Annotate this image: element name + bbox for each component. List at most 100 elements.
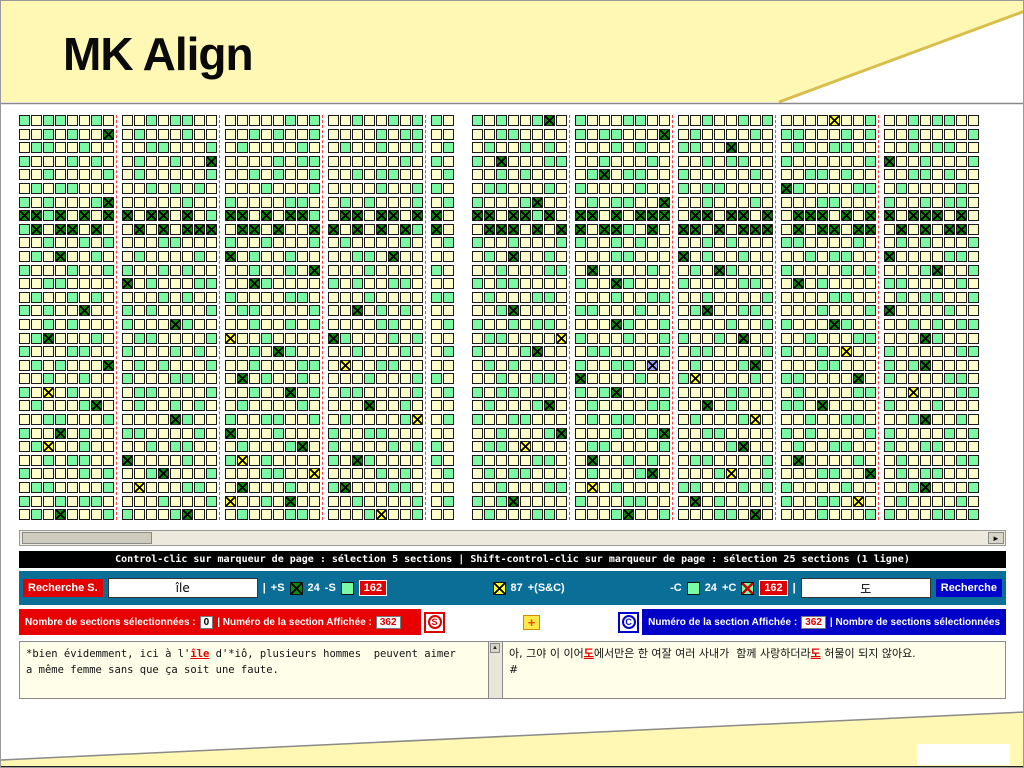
section-marker[interactable] — [520, 318, 531, 330]
section-marker[interactable] — [944, 142, 955, 154]
section-marker[interactable] — [273, 142, 284, 154]
section-marker[interactable] — [532, 318, 543, 330]
section-marker[interactable] — [496, 468, 507, 480]
section-marker[interactable] — [225, 482, 236, 494]
section-marker[interactable] — [443, 155, 454, 167]
section-marker[interactable] — [496, 359, 507, 371]
section-marker[interactable] — [146, 237, 157, 249]
section-marker[interactable] — [431, 210, 442, 222]
section-marker[interactable] — [443, 169, 454, 181]
section-marker[interactable] — [364, 454, 375, 466]
section-marker[interactable] — [225, 182, 236, 194]
section-marker[interactable] — [79, 318, 90, 330]
section-marker[interactable] — [690, 115, 701, 126]
section-marker[interactable] — [103, 359, 114, 371]
section-marker[interactable] — [623, 264, 634, 276]
section-marker[interactable] — [340, 169, 351, 181]
section-marker[interactable] — [496, 509, 507, 521]
section-marker[interactable] — [443, 291, 454, 303]
section-marker[interactable] — [635, 155, 646, 167]
section-marker[interactable] — [146, 142, 157, 154]
section-marker[interactable] — [587, 155, 598, 167]
section-marker[interactable] — [376, 332, 387, 344]
section-marker[interactable] — [443, 210, 454, 222]
section-marker[interactable] — [297, 441, 308, 453]
section-marker[interactable] — [388, 250, 399, 262]
section-marker[interactable] — [237, 454, 248, 466]
section-marker[interactable] — [134, 427, 145, 439]
section-marker[interactable] — [865, 332, 876, 344]
section-marker[interactable] — [225, 142, 236, 154]
section-marker[interactable] — [532, 291, 543, 303]
section-marker[interactable] — [738, 223, 749, 235]
section-marker[interactable] — [206, 291, 217, 303]
section-marker[interactable] — [122, 495, 133, 507]
section-marker[interactable] — [956, 332, 967, 344]
section-marker[interactable] — [472, 414, 483, 426]
section-marker[interactable] — [611, 291, 622, 303]
section-marker[interactable] — [364, 495, 375, 507]
section-marker[interactable] — [647, 318, 658, 330]
section-marker[interactable] — [841, 468, 852, 480]
section-marker[interactable] — [472, 332, 483, 344]
section-marker[interactable] — [556, 155, 567, 167]
section-marker[interactable] — [853, 414, 864, 426]
section-marker[interactable] — [31, 237, 42, 249]
section-marker[interactable] — [956, 386, 967, 398]
section-marker[interactable] — [544, 373, 555, 385]
section-marker[interactable] — [750, 454, 761, 466]
section-marker[interactable] — [726, 305, 737, 317]
section-marker[interactable] — [932, 128, 943, 140]
section-marker[interactable] — [884, 155, 895, 167]
section-marker[interactable] — [920, 128, 931, 140]
section-marker[interactable] — [237, 155, 248, 167]
section-marker[interactable] — [829, 237, 840, 249]
section-marker[interactable] — [170, 482, 181, 494]
section-marker[interactable] — [556, 291, 567, 303]
section-marker[interactable] — [647, 509, 658, 521]
section-marker[interactable] — [388, 115, 399, 126]
section-marker[interactable] — [853, 210, 864, 222]
section-marker[interactable] — [400, 454, 411, 466]
section-marker[interactable] — [575, 115, 586, 126]
section-marker[interactable] — [19, 454, 30, 466]
section-marker[interactable] — [968, 414, 979, 426]
section-marker[interactable] — [647, 155, 658, 167]
section-marker[interactable] — [273, 169, 284, 181]
section-marker[interactable] — [968, 305, 979, 317]
section-marker[interactable] — [920, 441, 931, 453]
section-marker[interactable] — [932, 223, 943, 235]
section-marker[interactable] — [443, 359, 454, 371]
section-marker[interactable] — [659, 318, 670, 330]
section-marker[interactable] — [182, 454, 193, 466]
section-marker[interactable] — [170, 414, 181, 426]
section-marker[interactable] — [532, 237, 543, 249]
section-marker[interactable] — [309, 196, 320, 208]
section-marker[interactable] — [285, 196, 296, 208]
section-marker[interactable] — [237, 264, 248, 276]
section-marker[interactable] — [273, 196, 284, 208]
section-marker[interactable] — [328, 386, 339, 398]
section-marker[interactable] — [67, 386, 78, 398]
section-marker[interactable] — [714, 305, 725, 317]
section-marker[interactable] — [388, 346, 399, 358]
section-marker[interactable] — [738, 128, 749, 140]
section-marker[interactable] — [412, 142, 423, 154]
section-marker[interactable] — [968, 142, 979, 154]
section-marker[interactable] — [352, 250, 363, 262]
section-marker[interactable] — [587, 182, 598, 194]
section-marker[interactable] — [297, 495, 308, 507]
section-marker[interactable] — [237, 237, 248, 249]
section-marker[interactable] — [376, 305, 387, 317]
section-marker[interactable] — [932, 414, 943, 426]
section-marker[interactable] — [544, 482, 555, 494]
section-marker[interactable] — [496, 454, 507, 466]
section-marker[interactable] — [412, 169, 423, 181]
section-marker[interactable] — [726, 182, 737, 194]
section-marker[interactable] — [647, 454, 658, 466]
section-marker[interactable] — [103, 291, 114, 303]
section-marker[interactable] — [944, 128, 955, 140]
section-marker[interactable] — [388, 482, 399, 494]
section-marker[interactable] — [944, 115, 955, 126]
section-marker[interactable] — [340, 346, 351, 358]
